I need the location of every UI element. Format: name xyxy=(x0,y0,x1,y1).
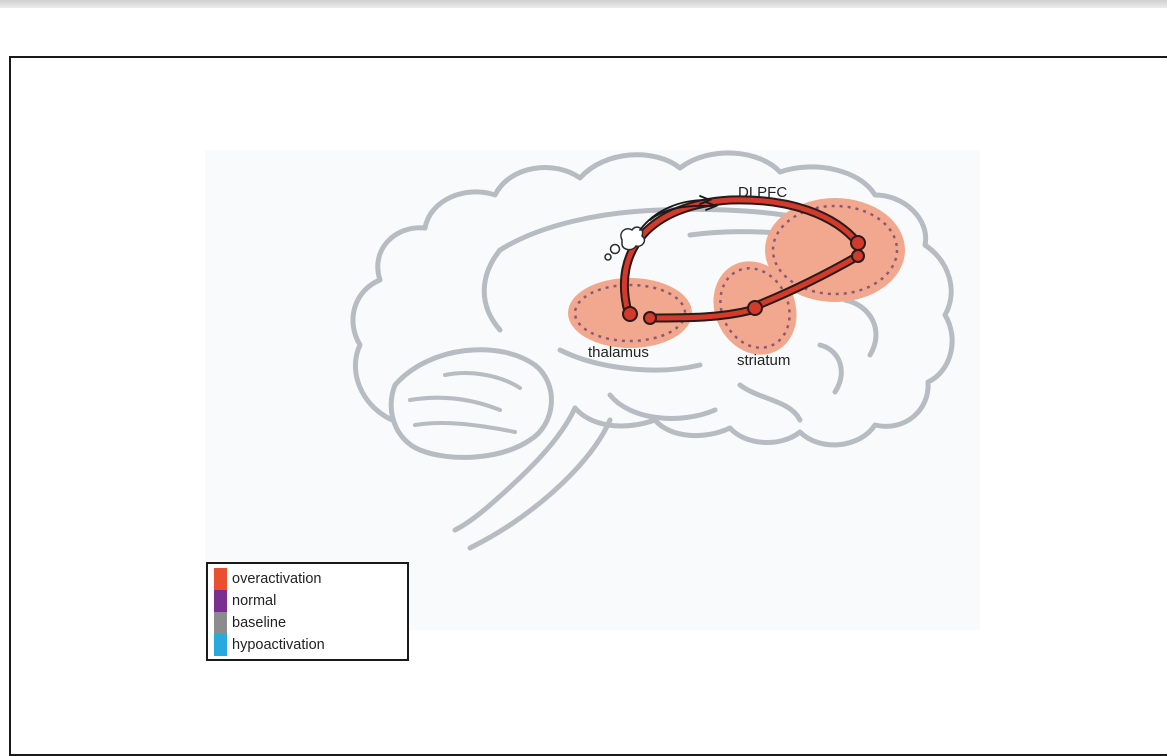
legend-label-overactivation: overactivation xyxy=(232,572,321,586)
legend-item-normal: normal xyxy=(214,590,401,612)
legend-label-hypoactivation: hypoactivation xyxy=(232,638,325,652)
striatum-label: striatum xyxy=(737,352,790,369)
dlpfc-region xyxy=(765,198,905,302)
legend-item-baseline: baseline xyxy=(214,612,401,634)
terminal-thalamus-2 xyxy=(644,312,656,324)
legend-label-normal: normal xyxy=(232,594,276,608)
legend-item-hypoactivation: hypoactivation xyxy=(214,634,401,656)
terminal-striatum xyxy=(748,301,762,315)
terminal-thalamus xyxy=(623,307,637,321)
terminal-dlpfc-2 xyxy=(852,250,864,262)
legend-label-baseline: baseline xyxy=(232,616,286,630)
terminal-dlpfc-1 xyxy=(851,236,865,250)
dlpfc-label: DLPFC xyxy=(738,184,787,201)
legend: overactivation normal baseline hypoactiv… xyxy=(206,562,409,661)
thalamus-label: thalamus xyxy=(588,344,649,361)
legend-item-overactivation: overactivation xyxy=(214,568,401,590)
legend-swatch-normal xyxy=(214,590,227,612)
legend-swatch-hypoactivation xyxy=(214,634,227,656)
legend-swatch-overactivation xyxy=(214,568,227,590)
legend-swatch-baseline xyxy=(214,612,227,634)
